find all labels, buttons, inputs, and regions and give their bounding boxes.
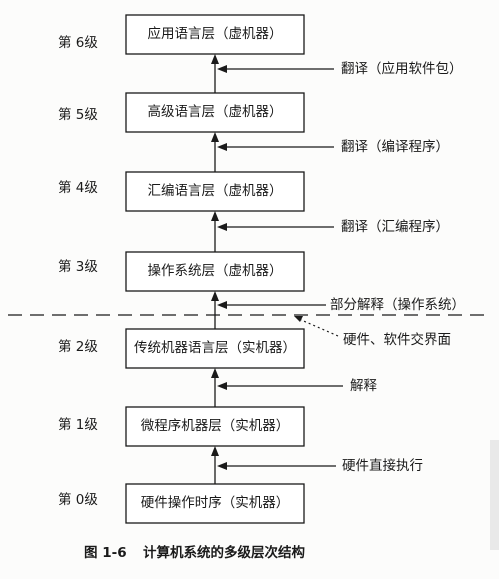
level-5-box xyxy=(125,92,305,133)
level-2-box-label: 传统机器语言层（实机器） xyxy=(134,340,296,356)
figure-title: 计算机系统的多级层次结构 xyxy=(143,544,305,561)
transition-label-6: 硬件直接执行 xyxy=(342,457,423,474)
level-6-box-label: 应用语言层（虚机器） xyxy=(148,25,283,42)
level-6-box xyxy=(125,14,305,55)
connector-3-to-4 xyxy=(211,211,219,252)
transition-label-4: 部分解释（操作系统） xyxy=(330,297,465,313)
level-1-label: 第 1级 xyxy=(58,416,98,433)
level-3-label: 第 3级 xyxy=(58,258,98,275)
scan-edge-shade xyxy=(490,440,499,550)
transition-arrow-2 xyxy=(217,143,334,151)
connector-5-to-6 xyxy=(211,54,219,93)
level-4-label: 第 4级 xyxy=(58,179,98,196)
transition-label-3: 翻译（汇编程序） xyxy=(341,219,449,235)
transition-label-2: 翻译（编译程序） xyxy=(341,139,449,155)
level-0-box xyxy=(125,483,305,524)
transition-label-5: 解释 xyxy=(350,378,377,394)
boundary-label: 硬件、软件交界面 xyxy=(343,331,451,348)
transition-arrow-6 xyxy=(217,462,336,470)
level-0-label: 第 0级 xyxy=(58,491,98,508)
transition-arrow-1 xyxy=(217,65,334,73)
boundary-pointer xyxy=(294,316,339,337)
level-4-box-label: 汇编语言层（虚机器） xyxy=(148,183,283,199)
level-5-box-label: 高级语言层（虚机器） xyxy=(148,103,283,120)
transition-arrow-4 xyxy=(217,301,326,309)
transition-arrow-3 xyxy=(217,223,334,231)
level-0-box-label: 硬件操作时序（实机器） xyxy=(141,495,290,511)
connector-4-to-5 xyxy=(211,132,219,172)
figure-number: 图 1-6 xyxy=(84,545,127,561)
level-1-box xyxy=(125,406,305,447)
connector-1-to-2 xyxy=(211,368,219,407)
level-5-label: 第 5级 xyxy=(58,106,98,123)
level-3-box xyxy=(125,251,305,292)
transition-arrow-5 xyxy=(217,382,343,390)
level-6-label: 第 6级 xyxy=(58,34,98,51)
transition-label-1: 翻译（应用软件包） xyxy=(341,60,463,77)
connector-2-to-3 xyxy=(211,291,219,329)
level-3-box-label: 操作系统层（虚机器） xyxy=(148,263,283,279)
level-2-label: 第 2级 xyxy=(58,338,98,355)
level-1-box-label: 微程序机器层（实机器） xyxy=(141,418,290,434)
connector-0-to-1 xyxy=(211,446,219,484)
